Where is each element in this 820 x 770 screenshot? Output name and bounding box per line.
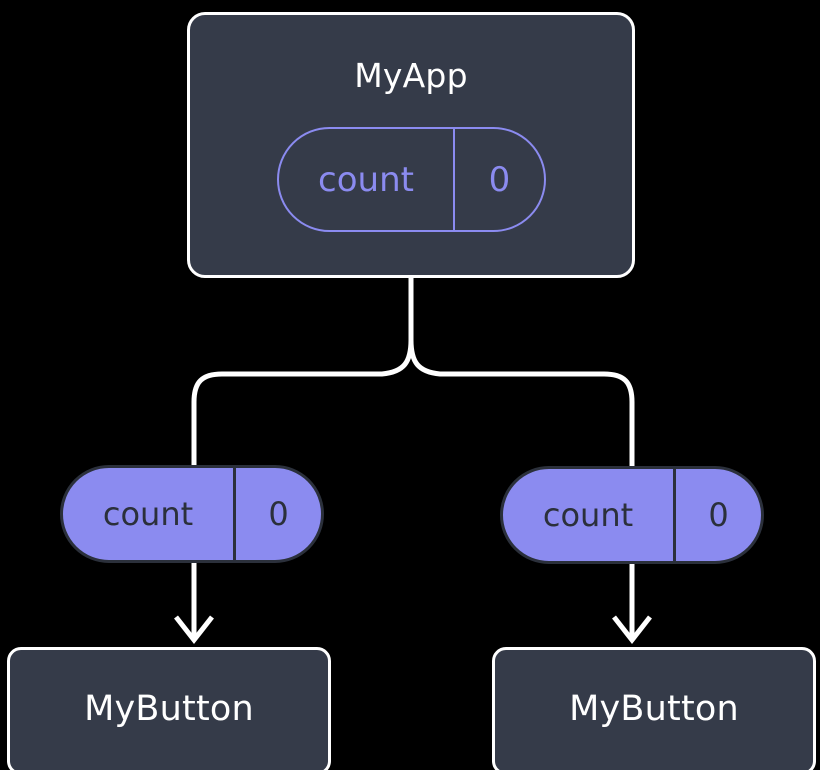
arrow-head-right	[612, 615, 652, 645]
arrow-head-left	[174, 615, 214, 645]
prop-capsule-left[interactable]: count 0	[60, 465, 324, 563]
prop-key-label: count	[63, 468, 236, 560]
component-node-mybutton-left[interactable]: MyButton	[7, 647, 331, 770]
component-node-mybutton-right[interactable]: MyButton	[492, 647, 816, 770]
component-title: MyButton	[569, 688, 739, 729]
connector-branch-left	[191, 339, 414, 466]
prop-key-label: count	[503, 469, 676, 561]
connector-branch-right	[408, 339, 635, 466]
prop-value-label: 0	[708, 496, 729, 534]
state-value-label: 0	[488, 159, 511, 200]
state-key-label: count	[279, 129, 455, 230]
state-capsule-root[interactable]: count 0	[277, 127, 546, 232]
prop-capsule-right[interactable]: count 0	[500, 466, 764, 564]
component-title: MyApp	[354, 56, 468, 95]
prop-value-label: 0	[268, 495, 289, 533]
component-title: MyButton	[84, 688, 254, 729]
